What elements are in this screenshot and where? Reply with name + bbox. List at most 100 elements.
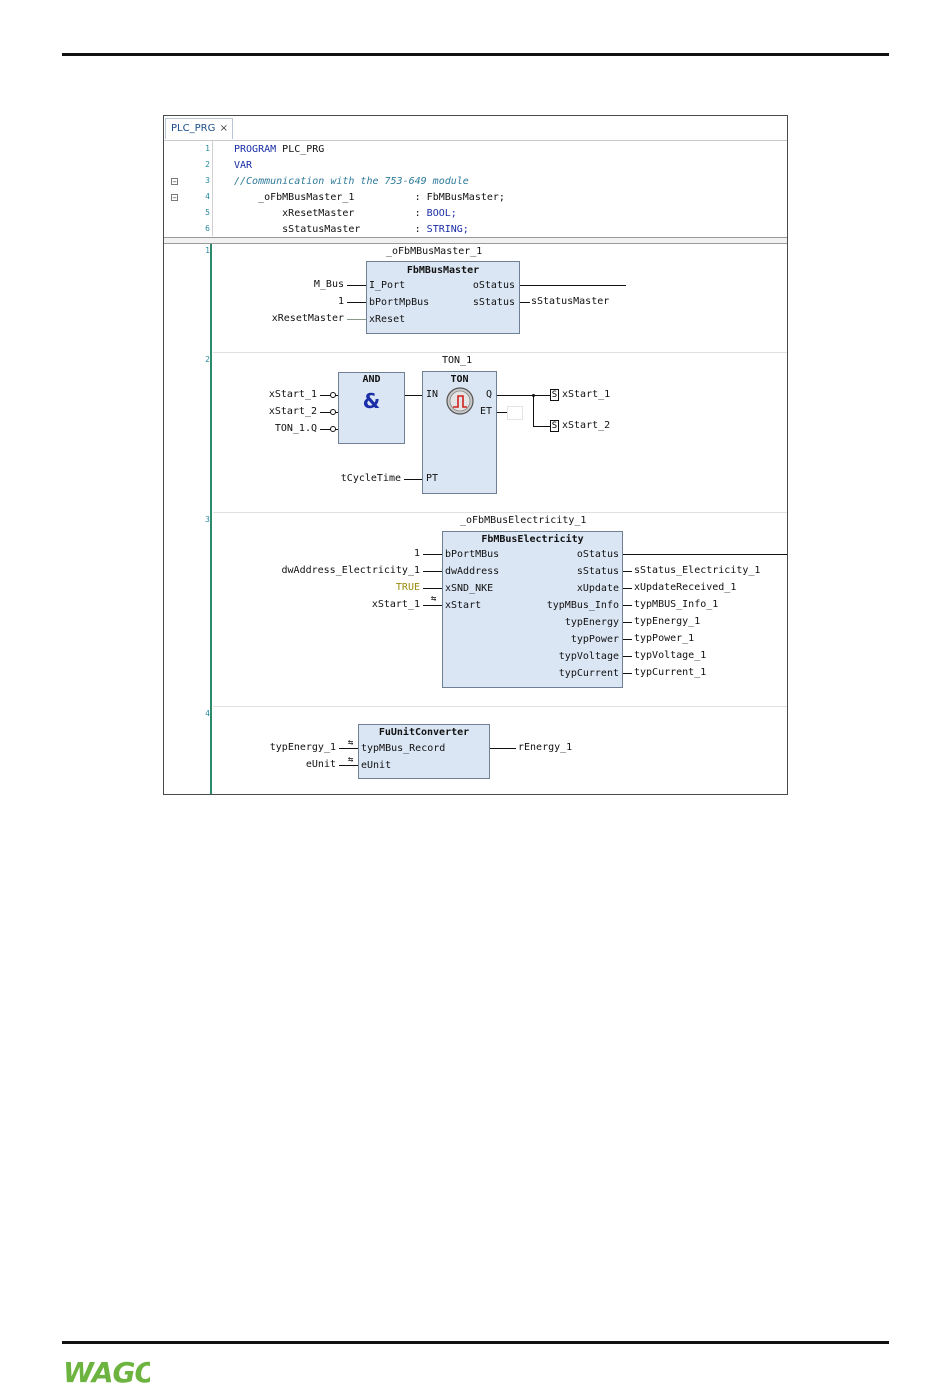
output-variable[interactable]: xUpdateReceived_1 [634,582,737,593]
network-divider [213,512,787,513]
code-token: BOOL; [426,208,457,219]
fb-input-pin: bPortMpBus [369,297,430,308]
empty-output[interactable] [507,406,523,420]
code-line[interactable]: PROGRAM PLC_PRG [234,144,324,156]
wire [405,395,422,396]
wire [623,588,632,589]
code-line[interactable]: //Communication with the 753-649 module [234,176,469,188]
input-variable[interactable]: 1 [337,296,344,307]
input-variable[interactable]: tCycleTime [340,473,401,484]
wire [497,395,550,396]
wire [497,412,507,413]
code-line[interactable]: sStatusMaster : STRING; [234,224,469,236]
function-block[interactable]: FuUnitConverter typMBus_Record eUnit [358,724,490,779]
reference-arrow-icon: ⇆ [348,755,354,765]
fb-output-pin: ET [479,406,492,417]
output-variable[interactable]: typVoltage_1 [634,650,707,661]
input-variable[interactable]: 1 [413,548,420,559]
wire [423,605,442,606]
wire [423,588,442,589]
set-coil[interactable]: S [550,389,559,401]
fb-type-name: FuUnitConverter [378,727,470,738]
wire [347,285,366,286]
close-icon[interactable]: × [219,123,228,134]
input-variable[interactable]: TRUE [395,582,420,593]
ton-block[interactable]: TON IN Q ET PT [422,371,497,494]
fb-input-pin: xStart [445,600,482,611]
output-variable[interactable]: sStatus_Electricity_1 [634,565,761,576]
coil-variable[interactable]: xStart_1 [562,389,611,400]
input-variable[interactable]: eUnit [305,759,336,770]
network-gutter [210,244,212,794]
function-block[interactable]: FbMBusElectricity bPortMBus dwAddress xS… [442,531,623,688]
output-variable[interactable]: typCurrent_1 [634,667,707,678]
output-variable[interactable]: typPower_1 [634,633,695,644]
tab-bar: PLC_PRG × [164,116,787,141]
wire [623,656,632,657]
code-line[interactable]: xResetMaster : BOOL; [234,208,457,220]
wire [320,412,338,413]
fb-output-pin: oStatus [472,280,515,291]
input-variable[interactable]: xResetMaster [271,313,344,324]
line-number: 1 [205,144,210,153]
code-token: VAR [234,160,253,171]
wire [623,554,787,555]
wire [404,479,422,480]
fold-toggle-icon[interactable]: − [171,178,178,186]
code-token: : FbMBusMaster; [354,192,505,203]
tab-title: PLC_PRG [171,123,216,134]
input-variable[interactable]: M_Bus [313,279,344,290]
network-divider [213,706,787,707]
code-token: //Communication with the 753-649 module [234,176,469,187]
input-variable[interactable]: xStart_2 [268,406,317,417]
code-token: sStatusMaster [234,224,361,235]
fb-input-pin: dwAddress [445,566,500,577]
input-variable[interactable]: TON_1.Q [274,423,317,434]
wire [490,748,516,749]
output-variable[interactable]: typMBUS_Info_1 [634,599,719,610]
tab-plc-prg[interactable]: PLC_PRG × [165,118,233,139]
input-variable[interactable]: typEnergy_1 [269,742,336,753]
output-variable[interactable]: sStatusMaster [531,296,610,307]
reference-arrow-icon: ⇆ [348,738,354,748]
bottom-rule [62,1341,889,1344]
input-variable[interactable]: xStart_1 [371,599,420,610]
network-number: 1 [205,246,210,255]
and-block[interactable]: AND & [338,372,405,444]
wire [623,622,632,623]
ton-type: TON [450,374,469,385]
fb-output-pin: oStatus [576,549,619,560]
code-line[interactable]: _oFbMBusMaster_1 : FbMBusMaster; [234,192,505,204]
wire [623,571,632,572]
input-variable[interactable]: xStart_1 [268,389,317,400]
input-variable[interactable]: dwAddress_Electricity_1 [281,565,420,576]
output-variable[interactable]: typEnergy_1 [634,616,701,627]
set-coil[interactable]: S [550,420,559,432]
fb-output-pin: sStatus [576,566,619,577]
fb-output-pin: typMBus_Info [546,600,619,611]
coil-variable[interactable]: xStart_2 [562,420,611,431]
code-token: STRING; [426,224,469,235]
fb-input-pin: bPortMBus [445,549,500,560]
code-token: xResetMaster [234,208,355,219]
function-block[interactable]: FbMBusMaster I_Port bPortMpBus xReset oS… [366,261,520,334]
splitter[interactable] [164,237,787,244]
fb-output-pin: Q [485,389,492,400]
wire [623,673,632,674]
fold-toggle-icon[interactable]: − [171,194,178,202]
fb-output-pin: sStatus [472,297,515,308]
code-token: : [360,224,427,235]
code-token: : [354,208,427,219]
wire [347,319,366,320]
fb-input-pin: xReset [369,314,406,325]
code-token: _oFbMBusMaster_1 [234,192,355,203]
fb-output-pin: typCurrent [558,668,619,679]
code-line[interactable]: VAR [234,160,252,172]
wire [347,302,366,303]
negation-icon [330,392,336,398]
fb-type-name: FbMBusElectricity [481,534,584,545]
output-variable[interactable]: rEnergy_1 [518,742,573,753]
fb-output-pin: typPower [570,634,619,645]
